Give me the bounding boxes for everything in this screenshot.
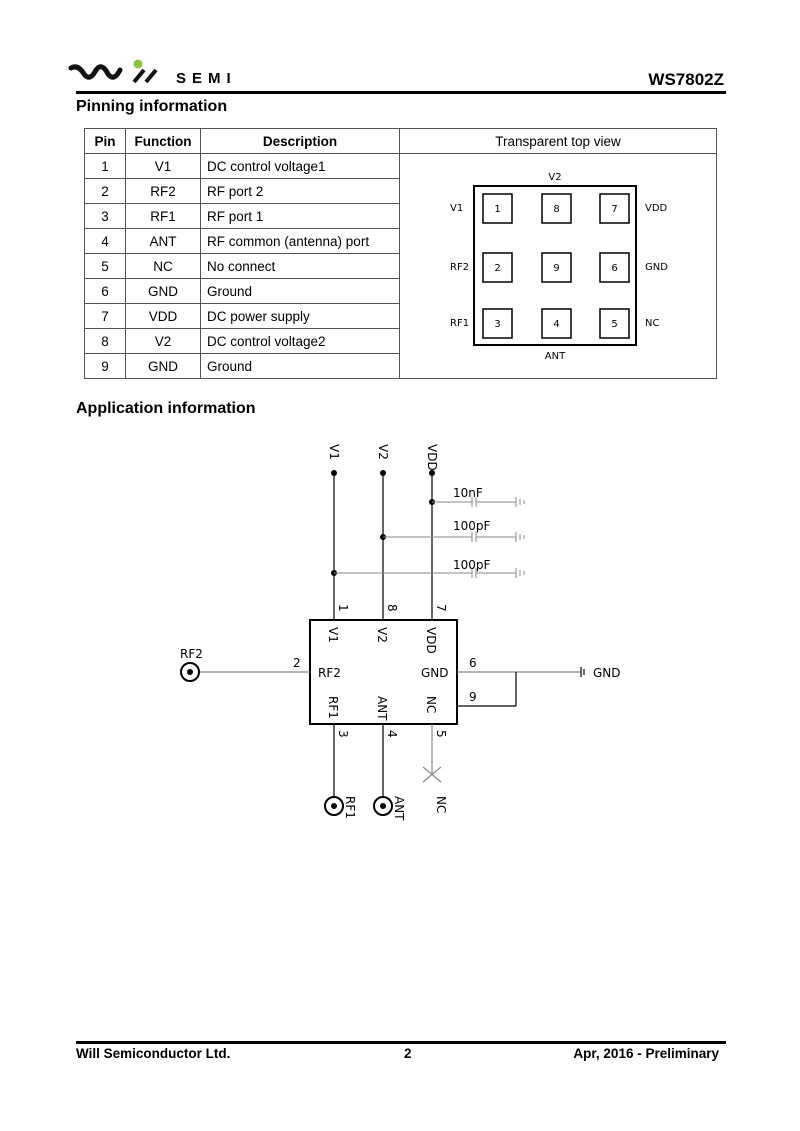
pad — [482, 308, 513, 339]
pad — [541, 308, 572, 339]
left-pin-label: V1 — [450, 203, 463, 214]
description: DC power supply — [200, 303, 400, 329]
pad-number: 8 — [553, 204, 559, 215]
pin: 5 — [84, 253, 126, 279]
pin-num: 5 — [434, 730, 448, 738]
chip-pin-label: RF1 — [326, 696, 340, 719]
pinning-title: Pinning information — [76, 98, 228, 115]
application-title: Application information — [76, 400, 256, 417]
function: GND — [125, 353, 201, 379]
pad — [599, 308, 630, 339]
logo-text: SEMI — [176, 70, 237, 87]
top-view-diagram: V2 ANT 1 8 7 V1 VDD 2 9 6 RF2 GND 3 4 5 RF1 NC — [450, 172, 668, 362]
bottom-label: ANT — [545, 351, 566, 362]
pin-num: 9 — [469, 690, 477, 704]
table-row: 1 V1 DC control voltage1 — [84, 153, 717, 379]
description: No connect — [200, 253, 400, 279]
rail-labels: V1 V2 VDD 10nF 100pF 100pF 1 8 7 V1 V2 V… — [180, 444, 621, 821]
chip-pin-label: V1 — [326, 627, 340, 643]
pad-number: 1 — [494, 204, 500, 215]
part-number: WS7802Z — [648, 70, 724, 89]
pad-number: 6 — [611, 263, 617, 274]
function: GND — [125, 278, 201, 304]
rail-v2: V2 — [376, 444, 390, 460]
function: V2 — [125, 328, 201, 354]
chip-pin-label: V2 — [375, 627, 389, 643]
footer-company: Will Semiconductor Ltd. — [76, 1046, 231, 1061]
top-view-cell — [399, 153, 717, 379]
page-number: 2 — [404, 1046, 412, 1061]
will-logo — [68, 59, 158, 84]
right-pin-label: GND — [645, 262, 668, 273]
left-pin-label: RF1 — [450, 318, 469, 329]
pin: 9 — [84, 353, 126, 379]
col-function: Function — [125, 128, 201, 154]
cap-label: 10nF — [453, 486, 483, 500]
pin-num: 3 — [336, 730, 350, 738]
description: Ground — [200, 353, 400, 379]
chip-pin-label: ANT — [375, 696, 389, 721]
pad-number: 3 — [494, 319, 500, 330]
function: NC — [125, 253, 201, 279]
pin-num: 1 — [336, 604, 350, 612]
pin-num: 6 — [469, 656, 477, 670]
rail-v1: V1 — [327, 444, 341, 460]
description: RF common (antenna) port — [200, 228, 400, 254]
pad — [482, 252, 513, 283]
right-pin-label: VDD — [645, 203, 668, 214]
pad-number: 7 — [611, 204, 617, 215]
chip-pin-label: VDD — [424, 627, 438, 654]
function: ANT — [125, 228, 201, 254]
footer-rule — [76, 1041, 726, 1044]
pad — [599, 193, 630, 224]
pinning-table: Pin Function Description Transparent top… — [84, 128, 717, 379]
pad-number: 4 — [553, 319, 559, 330]
description: DC control voltage1 — [200, 153, 400, 179]
port-gnd: GND — [593, 666, 621, 680]
pin-num: 8 — [385, 604, 399, 612]
pad — [541, 252, 572, 283]
right-pin-label: NC — [645, 318, 659, 329]
pad — [541, 193, 572, 224]
cap-label: 100pF — [453, 519, 491, 533]
pad-number: 9 — [553, 263, 559, 274]
pad — [482, 193, 513, 224]
pad-number: 5 — [611, 319, 617, 330]
chip-pin-label: GND — [421, 666, 449, 680]
port-nc: NC — [434, 796, 448, 813]
cap-label: 100pF — [453, 558, 491, 572]
port-rf1: RF1 — [343, 796, 357, 819]
pad — [599, 252, 630, 283]
pin-num: 4 — [385, 730, 399, 738]
footer-date: Apr, 2016 - Preliminary — [573, 1046, 719, 1061]
left-pin-label: RF2 — [450, 262, 469, 273]
port-rf2: RF2 — [180, 647, 203, 661]
pin: 2 — [84, 178, 126, 204]
pin-num: 7 — [434, 604, 448, 612]
description: DC control voltage2 — [200, 328, 400, 354]
pin-num: 2 — [293, 656, 301, 670]
header-rule — [76, 91, 726, 94]
top-label: V2 — [548, 172, 561, 183]
chip-pin-label: RF2 — [318, 666, 341, 680]
description: RF port 2 — [200, 178, 400, 204]
port-ant: ANT — [392, 796, 406, 821]
chip-pin-label: NC — [424, 696, 438, 713]
rail-vdd: VDD — [425, 444, 439, 471]
col-pin: Pin — [84, 128, 126, 154]
pad-number: 2 — [494, 263, 500, 274]
